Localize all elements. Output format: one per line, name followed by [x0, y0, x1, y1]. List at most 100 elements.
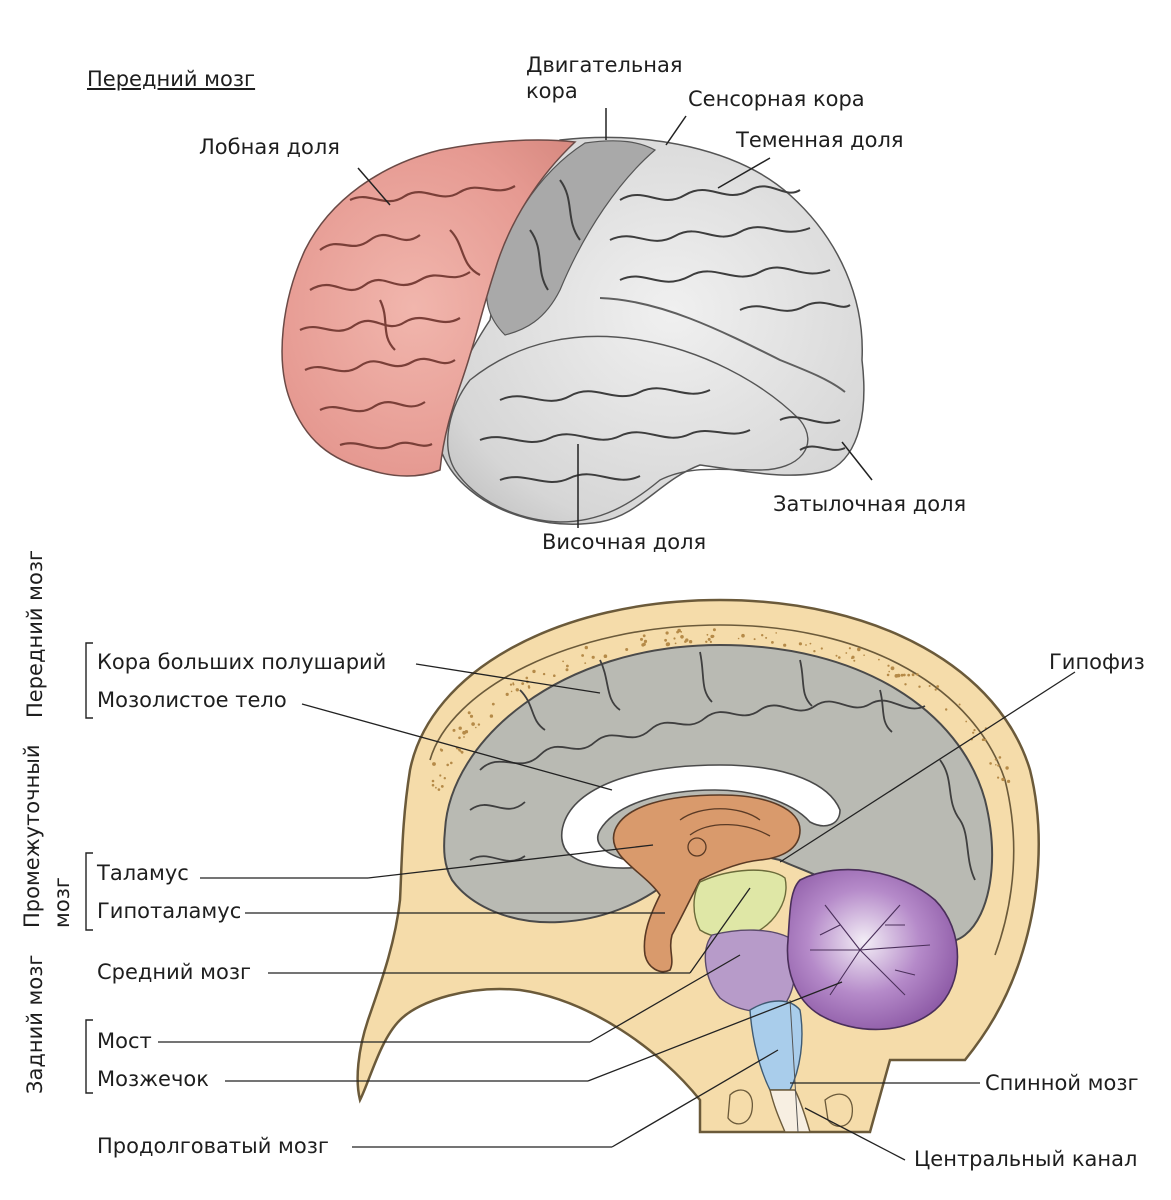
bone-speckle [452, 728, 456, 732]
bone-speckle [510, 690, 513, 693]
cerebellum-label: Мозжечок [97, 1067, 209, 1091]
bone-speckle [902, 673, 906, 677]
bone-speckle [566, 664, 569, 668]
parietal-lobe-label: Теменная доля [736, 128, 904, 152]
bone-speckle [851, 655, 855, 659]
bone-speckle [665, 631, 669, 635]
thalamus-shape [612, 794, 801, 973]
bone-speckle [918, 685, 921, 688]
brainstem-shape [749, 1000, 803, 1091]
bone-speckle [439, 774, 442, 777]
bone-speckle [798, 642, 803, 646]
bone-speckle [581, 654, 584, 657]
scalp [429, 624, 1015, 956]
bone-speckle [805, 644, 807, 646]
bone-speckle [958, 703, 961, 706]
bottom-leader-lines [158, 663, 1076, 1161]
pituitary-label: Гипофиз [1049, 650, 1145, 674]
temporal-lobe-outline [447, 335, 809, 523]
bone-speckle [509, 683, 513, 686]
bone-speckle [450, 761, 453, 765]
group-brackets [85, 642, 93, 1094]
bone-speckle [443, 777, 446, 780]
bone-speckle [469, 714, 474, 718]
bone-speckle [471, 722, 475, 726]
bone-speckle [783, 643, 787, 647]
forebrain-group-label: Передний мозг [23, 549, 47, 718]
bone-speckle [835, 654, 838, 657]
bone-speckle [711, 634, 715, 638]
bone-speckle [463, 736, 465, 738]
bone-speckle [591, 655, 595, 659]
bone-speckle [900, 673, 904, 677]
bone-speckle [458, 736, 461, 740]
bone-speckle [542, 672, 546, 676]
bone-speckle [440, 785, 444, 788]
bone-speckle [515, 688, 519, 692]
vertebra-2 [824, 1093, 853, 1127]
cerebellum-arbor [810, 904, 931, 996]
bone-speckle [907, 673, 911, 677]
diencephalon-group-label-1: Промежуточный [20, 744, 44, 928]
bone-speckle [775, 632, 777, 634]
frontal-gyri [299, 185, 516, 450]
bone-speckle [928, 685, 931, 687]
forebrain-heading: Передний мозг [87, 67, 256, 91]
bone-speckle [973, 729, 976, 732]
bone-speckle [674, 642, 677, 645]
bone-speckle [521, 682, 525, 685]
bone-speckle [911, 673, 915, 677]
bone-speckle [532, 669, 536, 674]
thalamus-label: Таламус [97, 861, 189, 885]
medulla-label: Продолговатый мозг [97, 1134, 329, 1158]
bone-speckle [642, 634, 646, 638]
bone-speckle [664, 638, 667, 642]
bone-speckle [527, 685, 531, 688]
sagittal-section-illustration [85, 598, 1076, 1161]
bone-speckle [741, 633, 745, 638]
bone-speckle [1007, 779, 1011, 784]
thalamus-folds [679, 808, 771, 857]
bone-speckle [765, 636, 768, 639]
temporal-lobe-label: Височная доля [542, 530, 707, 554]
bone-speckle [553, 674, 556, 677]
bone-speckle [642, 642, 646, 646]
bone-speckle [709, 640, 713, 644]
bone-speckle [848, 647, 852, 650]
bone-speckle [984, 738, 987, 742]
top-leader-lines [357, 108, 873, 528]
bone-speckle [431, 783, 435, 787]
bone-speckle [640, 637, 643, 641]
bone-speckle [665, 642, 670, 647]
vertebra-1 [727, 1089, 753, 1125]
bone-speckle [904, 683, 907, 686]
midbrain-label: Средний мозг [97, 960, 252, 984]
bone-speckle [857, 647, 861, 652]
bone-speckle [886, 673, 890, 677]
bone-speckle [989, 762, 992, 765]
bone-speckle [838, 656, 841, 659]
bone-speckle [439, 748, 442, 751]
hindbrain-group-label: Задний мозг [23, 954, 47, 1094]
hypothalamus-label: Гипоталамус [97, 899, 242, 923]
bone-speckle [809, 642, 812, 645]
sensory-cortex-label: Сенсорная кора [688, 87, 865, 111]
bone-speckle [491, 702, 495, 706]
bone-speckle [706, 633, 709, 636]
bone-speckle [945, 708, 948, 711]
bone-speckle [981, 738, 985, 741]
bone-speckle [1005, 766, 1009, 770]
bone-speckle [887, 664, 890, 667]
bone-speckle [813, 650, 816, 653]
bone-speckle [705, 640, 708, 643]
bone-speckle [998, 756, 1002, 759]
bone-speckle [565, 668, 569, 672]
frontal-lobe-region [281, 139, 577, 477]
bone-speckle [896, 673, 901, 678]
bone-speckle [562, 660, 564, 663]
bone-speckle [446, 763, 450, 767]
bone-speckle [475, 726, 477, 729]
pons-label: Мост [97, 1029, 152, 1053]
bone-speckle [707, 637, 711, 641]
lateral-sulcus [599, 297, 846, 393]
